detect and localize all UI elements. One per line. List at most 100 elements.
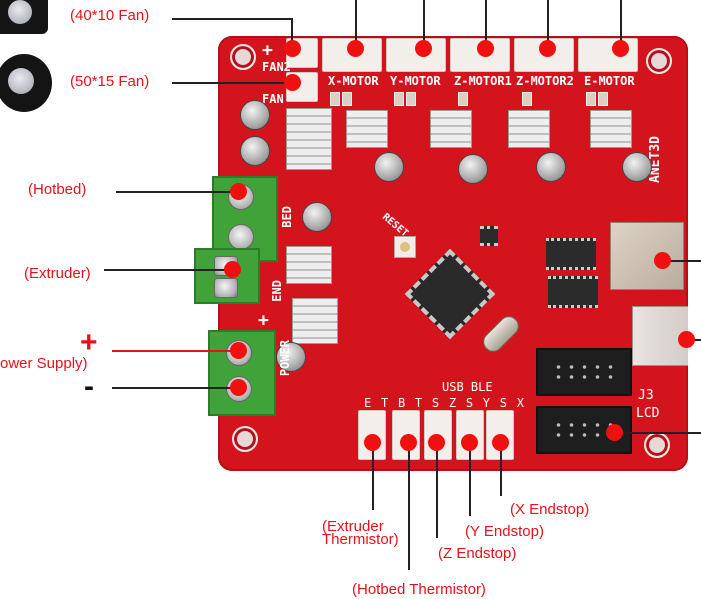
marker-fan-50[interactable]	[284, 74, 301, 91]
axial-fan-icon	[0, 0, 48, 34]
marker-power-minus[interactable]	[230, 379, 247, 396]
marker-usb[interactable]	[678, 331, 695, 348]
leader-line	[614, 432, 701, 434]
callout-hotbed-thermistor: (Hotbed Thermistor)	[352, 581, 486, 598]
silk-sensor-letter: T	[414, 396, 423, 410]
silk-sensor-letter: Z	[448, 396, 457, 410]
silk-usb-ble: USB BLE	[442, 380, 493, 394]
marker-power-plus[interactable]	[230, 342, 247, 359]
silk-sensor-letter: E	[364, 396, 372, 410]
callout-extruder-thermistor-2: Thermistor)	[322, 531, 399, 548]
sd-card-slot[interactable]	[610, 222, 684, 290]
mounting-hole	[646, 48, 672, 74]
callout-extruder: (Extruder)	[24, 265, 91, 282]
silk-lcd: LCD	[636, 406, 660, 421]
leader-line	[423, 0, 425, 48]
mosfet-heatsink	[292, 298, 338, 344]
driver-heatsink	[430, 110, 472, 148]
electrolytic-capacitor	[622, 152, 652, 182]
silk-fan2: FAN2	[262, 60, 291, 74]
leader-line	[172, 82, 292, 84]
silk-sensor-letter: S	[499, 396, 507, 410]
fan-hub	[8, 0, 32, 24]
smd-component	[458, 92, 468, 106]
marker-y-motor[interactable]	[415, 40, 432, 57]
reset-button[interactable]	[394, 236, 416, 258]
mosfet-heatsink	[286, 108, 332, 170]
marker-lcd[interactable]	[606, 424, 623, 441]
e-motor-connector	[578, 38, 638, 72]
leader-line	[662, 260, 701, 262]
silk-fan1: FAN	[262, 92, 284, 106]
callout-power-minus: -	[84, 370, 94, 403]
callout-power-plus: +	[80, 326, 98, 359]
smd-component	[522, 92, 532, 106]
callout-fan-50: (50*15 Fan)	[70, 73, 150, 90]
mounting-hole	[644, 432, 670, 458]
marker-hotbed[interactable]	[230, 183, 247, 200]
electrolytic-capacitor	[536, 152, 566, 182]
callout-x-endstop: (X Endstop)	[510, 501, 590, 518]
silk-j3: J3	[638, 388, 654, 403]
smd-component	[342, 92, 352, 106]
driver-heatsink	[508, 110, 550, 148]
electrolytic-capacitor	[240, 136, 270, 166]
microcontroller-chip	[404, 248, 496, 340]
electrolytic-capacitor	[302, 202, 332, 232]
marker-extruder[interactable]	[224, 261, 241, 278]
callout-y-endstop: (Y Endstop)	[465, 523, 544, 540]
silk-x-motor: X-MOTOR	[328, 74, 379, 88]
driver-heatsink	[590, 110, 632, 148]
marker-sd-card[interactable]	[654, 252, 671, 269]
electrolytic-capacitor	[240, 100, 270, 130]
silk-bed: BED	[280, 206, 294, 228]
leader-line	[172, 18, 292, 20]
marker-x-endstop[interactable]	[492, 434, 509, 451]
marker-y-endstop[interactable]	[461, 434, 478, 451]
leader-line	[469, 446, 471, 516]
leader-line	[500, 446, 502, 496]
marker-extruder-thermistor[interactable]	[364, 434, 381, 451]
z-endstop-connector	[424, 410, 452, 460]
header-pins	[552, 362, 616, 382]
marker-fan-40[interactable]	[284, 40, 301, 57]
fan-hub	[8, 68, 34, 94]
mounting-hole	[232, 426, 258, 452]
callout-hotbed: (Hotbed)	[28, 181, 87, 198]
callout-power-supply: ower Supply)	[0, 355, 88, 372]
leader-line	[291, 18, 293, 48]
marker-z-endstop[interactable]	[428, 434, 445, 451]
header-pins	[552, 420, 616, 440]
callout-extruder-thermistor-1: (Extruder	[322, 518, 384, 535]
electrolytic-capacitor	[374, 152, 404, 182]
mosfet-heatsink	[286, 246, 332, 284]
smd-component	[406, 92, 416, 106]
marker-hotbed-thermistor[interactable]	[400, 434, 417, 451]
leader-line	[104, 269, 232, 271]
silk-sensor-letter: X	[516, 396, 524, 410]
leader-line	[372, 446, 374, 510]
ic-chip	[546, 238, 596, 270]
reset-button-cap[interactable]	[400, 242, 410, 252]
smd-component	[330, 92, 340, 106]
marker-x-motor[interactable]	[347, 40, 364, 57]
silk-sensor-letter: Y	[482, 396, 491, 410]
silk-z-motor1: Z-MOTOR1	[454, 74, 512, 88]
silk-sensor-letter: T	[380, 396, 389, 410]
silk-sensor-letter: S	[431, 396, 440, 410]
crystal-oscillator	[479, 312, 523, 356]
smd-component	[394, 92, 404, 106]
marker-e-motor[interactable]	[612, 40, 629, 57]
ic-chip	[548, 276, 598, 308]
silk-plus-power: +	[258, 310, 269, 331]
silk-y-motor: Y-MOTOR	[390, 74, 441, 88]
blower-fan-icon	[0, 54, 52, 112]
marker-z-motor2[interactable]	[539, 40, 556, 57]
terminal-screw	[228, 224, 254, 250]
marker-z-motor1[interactable]	[477, 40, 494, 57]
leader-line	[547, 0, 549, 48]
smd-component	[598, 92, 608, 106]
regulator-chip	[480, 226, 498, 246]
leader-line	[485, 0, 487, 48]
callout-z-endstop: (Z Endstop)	[438, 545, 517, 562]
